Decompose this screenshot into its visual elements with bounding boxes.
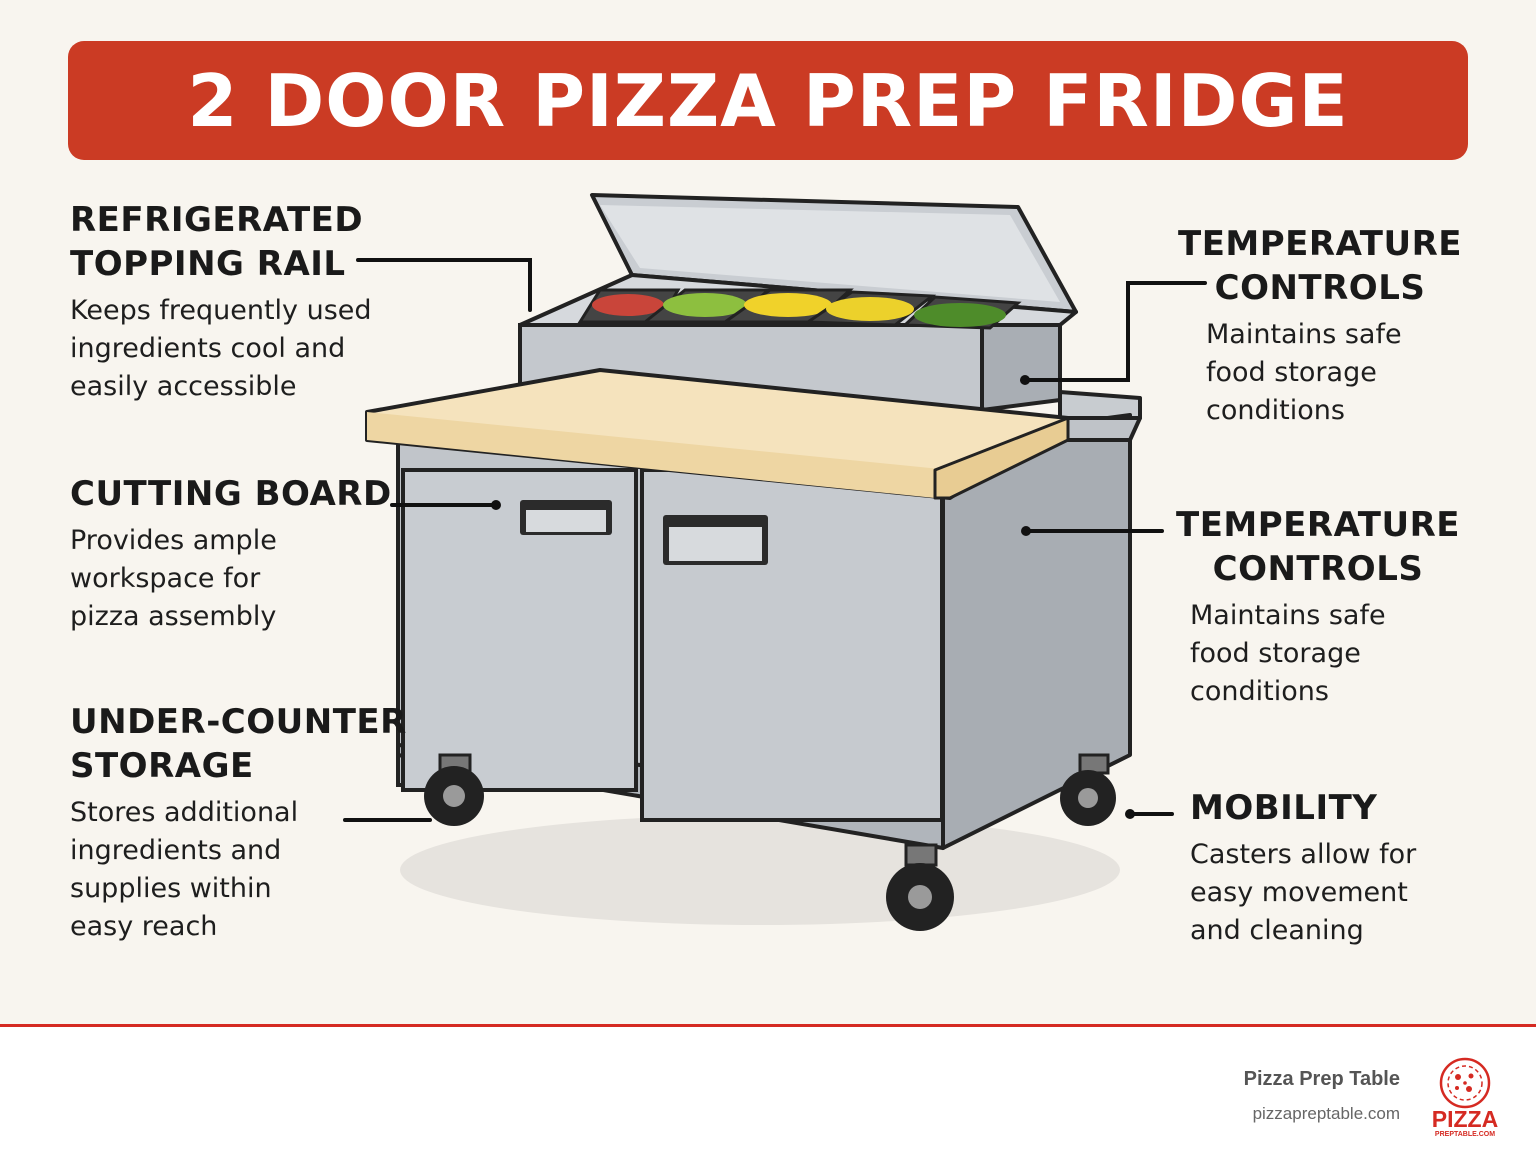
- rail-lid-highlight: [600, 205, 1060, 302]
- prep-fridge-illustration: [343, 193, 1207, 931]
- door-right-handle-inner: [669, 527, 762, 561]
- logo-wordmark: PIZZA: [1431, 1106, 1499, 1132]
- pizza-logo-icon: [1439, 1057, 1491, 1109]
- pan-5-greens: [914, 303, 1006, 327]
- callout-heading: CUTTING BOARD: [70, 474, 392, 514]
- pan-4-pineapple: [826, 297, 914, 321]
- brand-logo[interactable]: PIZZA PREPTABLE.COM: [1424, 1057, 1506, 1157]
- pan-3-cheese: [744, 293, 832, 317]
- page-title: 2 DOOR PIZZA PREP FRIDGE: [187, 58, 1349, 143]
- caster-front-left: [424, 753, 484, 826]
- caster-back-right: [1060, 753, 1116, 826]
- caster-front-right: [886, 843, 954, 931]
- cutting-board-edge: [367, 412, 950, 498]
- brand-name: Pizza Prep Table: [1243, 1068, 1400, 1090]
- rail-side: [980, 323, 1062, 412]
- floor-shadow: [400, 815, 1120, 925]
- pan-2-peppers: [663, 293, 747, 317]
- leader-temp-top: [1023, 281, 1207, 382]
- title-banner: 2 DOOR PIZZA PREP FRIDGE: [68, 41, 1468, 160]
- brand-url[interactable]: pizzapreptable.com: [1252, 1104, 1400, 1123]
- leader-topping-rail: [356, 258, 532, 312]
- leader-lines: [343, 258, 1207, 822]
- callout-heading: MOBILITY: [1190, 788, 1378, 828]
- footer: Pizza Prep Table pizzapreptable.com PIZZ…: [0, 1024, 1536, 1157]
- logo-subtext: PREPTABLE.COM: [1434, 1131, 1496, 1138]
- door-left-handle-inner: [526, 510, 606, 532]
- cutting-board-side: [933, 416, 1070, 500]
- pan-1-tomato: [592, 294, 664, 316]
